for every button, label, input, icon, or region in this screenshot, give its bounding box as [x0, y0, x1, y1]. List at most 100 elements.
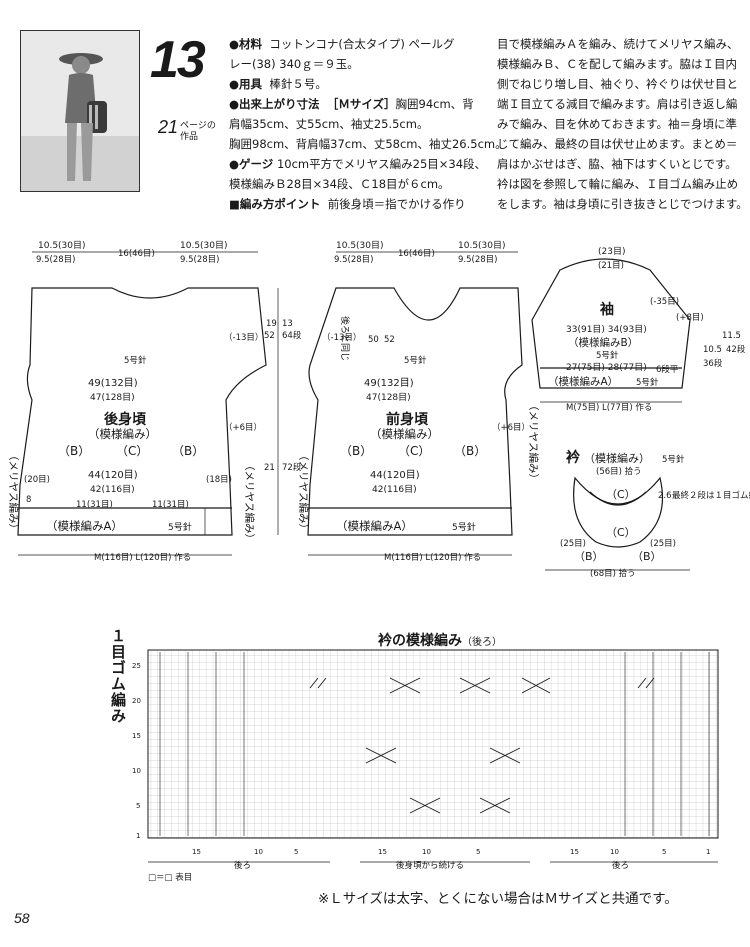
back-b-right: （B）	[172, 444, 204, 458]
back-center-cast: 11(31目)	[76, 500, 113, 510]
col-label-mid-5: 5	[476, 848, 480, 856]
sleeve-subtitle: （模様編みB）	[568, 336, 638, 349]
back-c: （C）	[116, 444, 148, 458]
back-band-left: (20目)	[24, 475, 50, 485]
front-armhole: （-13目）	[322, 332, 361, 343]
front-body-outline	[307, 287, 523, 536]
col-label-right-5: 5	[662, 848, 666, 856]
back-dim-72: 72段	[282, 462, 302, 473]
col-label-mid-10: 10	[422, 848, 431, 856]
col-label-right-15: 15	[570, 848, 579, 856]
back-shoulder-left: 10.5(30目)	[38, 240, 86, 251]
collar-chart-title: 衿の模様編み（後ろ）	[378, 633, 502, 649]
sleeve-title: 袖	[600, 301, 614, 318]
sleeve-dim-36: 36段	[703, 358, 723, 369]
col-label-right-1: 1	[706, 848, 710, 856]
front-chest-1: 49(132目)	[364, 378, 414, 389]
rib-stitch-label: １目ゴム編み	[109, 628, 127, 724]
chart-bottom-mid: 後身頃から続ける	[396, 860, 464, 871]
collar-b-right: （B）	[632, 550, 662, 563]
collar-b-left: （B）	[574, 550, 604, 563]
sleeve-dim-6: 6段平	[656, 364, 679, 375]
collar-dim: 2.6	[658, 491, 672, 501]
front-shoulder-right-2: 9.5(28目)	[458, 255, 497, 265]
back-side-left: （メリヤス編み）	[7, 450, 20, 534]
collar-side-right: (25目)	[650, 539, 676, 549]
model-photo	[20, 30, 140, 192]
back-body-outline	[17, 287, 267, 536]
chart-rib-columns	[159, 652, 710, 836]
back-increase: （+6目）	[224, 422, 262, 433]
back-armhole: （-13目）	[224, 332, 263, 343]
front-dim-50: 50	[368, 335, 379, 345]
sleeve-width-1: 33(91目) 34(93目)	[566, 324, 647, 335]
back-shoulder-left-2: 9.5(28目)	[36, 255, 75, 265]
sleeve-needle: 5号針	[636, 377, 659, 388]
materials-spec: ●材料 コットンコナ(合太タイプ) ペールグ レー(38) 340ｇ＝９玉。 ●…	[229, 37, 507, 211]
front-needle-2: 5号針	[404, 355, 427, 366]
front-band-label: （模様編みA）	[336, 519, 413, 533]
front-b-right: （B）	[454, 444, 486, 458]
front-needle: 5号針	[452, 521, 476, 533]
front-shoulder-right: 10.5(30目)	[458, 240, 506, 251]
sleeve-top-1: (23目)	[598, 246, 625, 257]
front-neckline-note: 後ろと同じ	[339, 316, 351, 361]
sleeve-width-2: 27(75目) 28(77目)	[566, 362, 647, 373]
back-chest-2: 47(128目)	[90, 392, 135, 403]
front-c: （C）	[398, 444, 430, 458]
back-cast-on: M(116目) L(120目) 作る	[94, 552, 191, 563]
front-hip-1: 44(120目)	[370, 470, 420, 481]
chart-symbols	[309, 677, 655, 814]
back-band-label: （模様編みA）	[46, 519, 123, 533]
front-dim-52: 52	[384, 335, 395, 345]
sleeve-band-label: （模様編みA）	[548, 375, 618, 388]
back-hip-2: 42(116目)	[90, 484, 135, 495]
row-label-10: 10	[132, 767, 141, 775]
row-label-25: 25	[132, 662, 141, 670]
front-hip-2: 42(116目)	[372, 484, 417, 495]
back-chest-1: 49(132目)	[88, 378, 138, 389]
back-dim-13: 13	[282, 319, 293, 329]
sleeve-increase: (+8目)	[676, 313, 704, 323]
reference-page-number: 21	[158, 117, 179, 137]
back-subtitle: （模様編み）	[88, 427, 157, 441]
back-band-right: (18目)	[206, 475, 232, 485]
reference-page-label: ページの作品	[180, 121, 216, 142]
chart-bottom-right: 後ろ	[612, 860, 629, 871]
collar-needle: 5号針	[662, 454, 685, 465]
col-label-left-15: 15	[192, 848, 201, 856]
chart-bottom-left: 後ろ	[234, 860, 251, 871]
front-side-left: （メリヤス編み）	[297, 450, 310, 534]
collar-stitch-chart: 1 5 10 15 20 25 15 10 5 15 10 5 15 10 5 …	[132, 649, 719, 856]
sleeve-dim-42: 42段	[726, 344, 746, 355]
back-shoulder-right: 10.5(30目)	[180, 240, 228, 251]
back-dim-64: 64段	[282, 330, 302, 341]
collar-outline	[573, 476, 664, 548]
chart-grid	[147, 649, 719, 839]
front-side-right: （メリヤス編み）	[527, 400, 540, 484]
front-shoulder-left: 10.5(30目)	[336, 240, 384, 251]
sleeve-outline	[531, 258, 691, 389]
front-shoulder-left-2: 9.5(28目)	[334, 255, 373, 265]
chart-legend: □＝□ 表目	[148, 872, 192, 883]
sleeve-dim-10-5: 10.5	[703, 345, 722, 355]
pattern-number: 13	[150, 31, 206, 89]
collar-side-left: (25目)	[560, 539, 586, 549]
front-title: 前身頃	[386, 411, 429, 428]
collar-picked-top: (56目) 拾う	[596, 466, 642, 477]
back-neck: 16(46目)	[118, 249, 155, 259]
back-shoulder-right-2: 9.5(28目)	[180, 255, 219, 265]
row-label-1: 1	[136, 832, 140, 840]
instructions-text: 目で模様編みＡを編み、続けてメリヤス編み、 模様編みＢ、Ｃを配して編みます。脇は…	[497, 37, 748, 211]
back-needle: 5号針	[168, 521, 192, 533]
front-increase: （+6目）	[492, 422, 530, 433]
collar-subtitle: （模様編み）	[584, 451, 650, 465]
back-dim-21: 21	[264, 463, 275, 473]
sleeve-dim-11-5: 11.5	[722, 331, 741, 341]
row-label-5: 5	[136, 802, 140, 810]
back-dim-19: 19	[266, 319, 277, 329]
back-dim-8: 8	[26, 495, 31, 505]
col-label-right-10: 10	[610, 848, 619, 856]
front-b-left: （B）	[340, 444, 372, 458]
sleeve-needle-2: 5号針	[596, 350, 619, 361]
